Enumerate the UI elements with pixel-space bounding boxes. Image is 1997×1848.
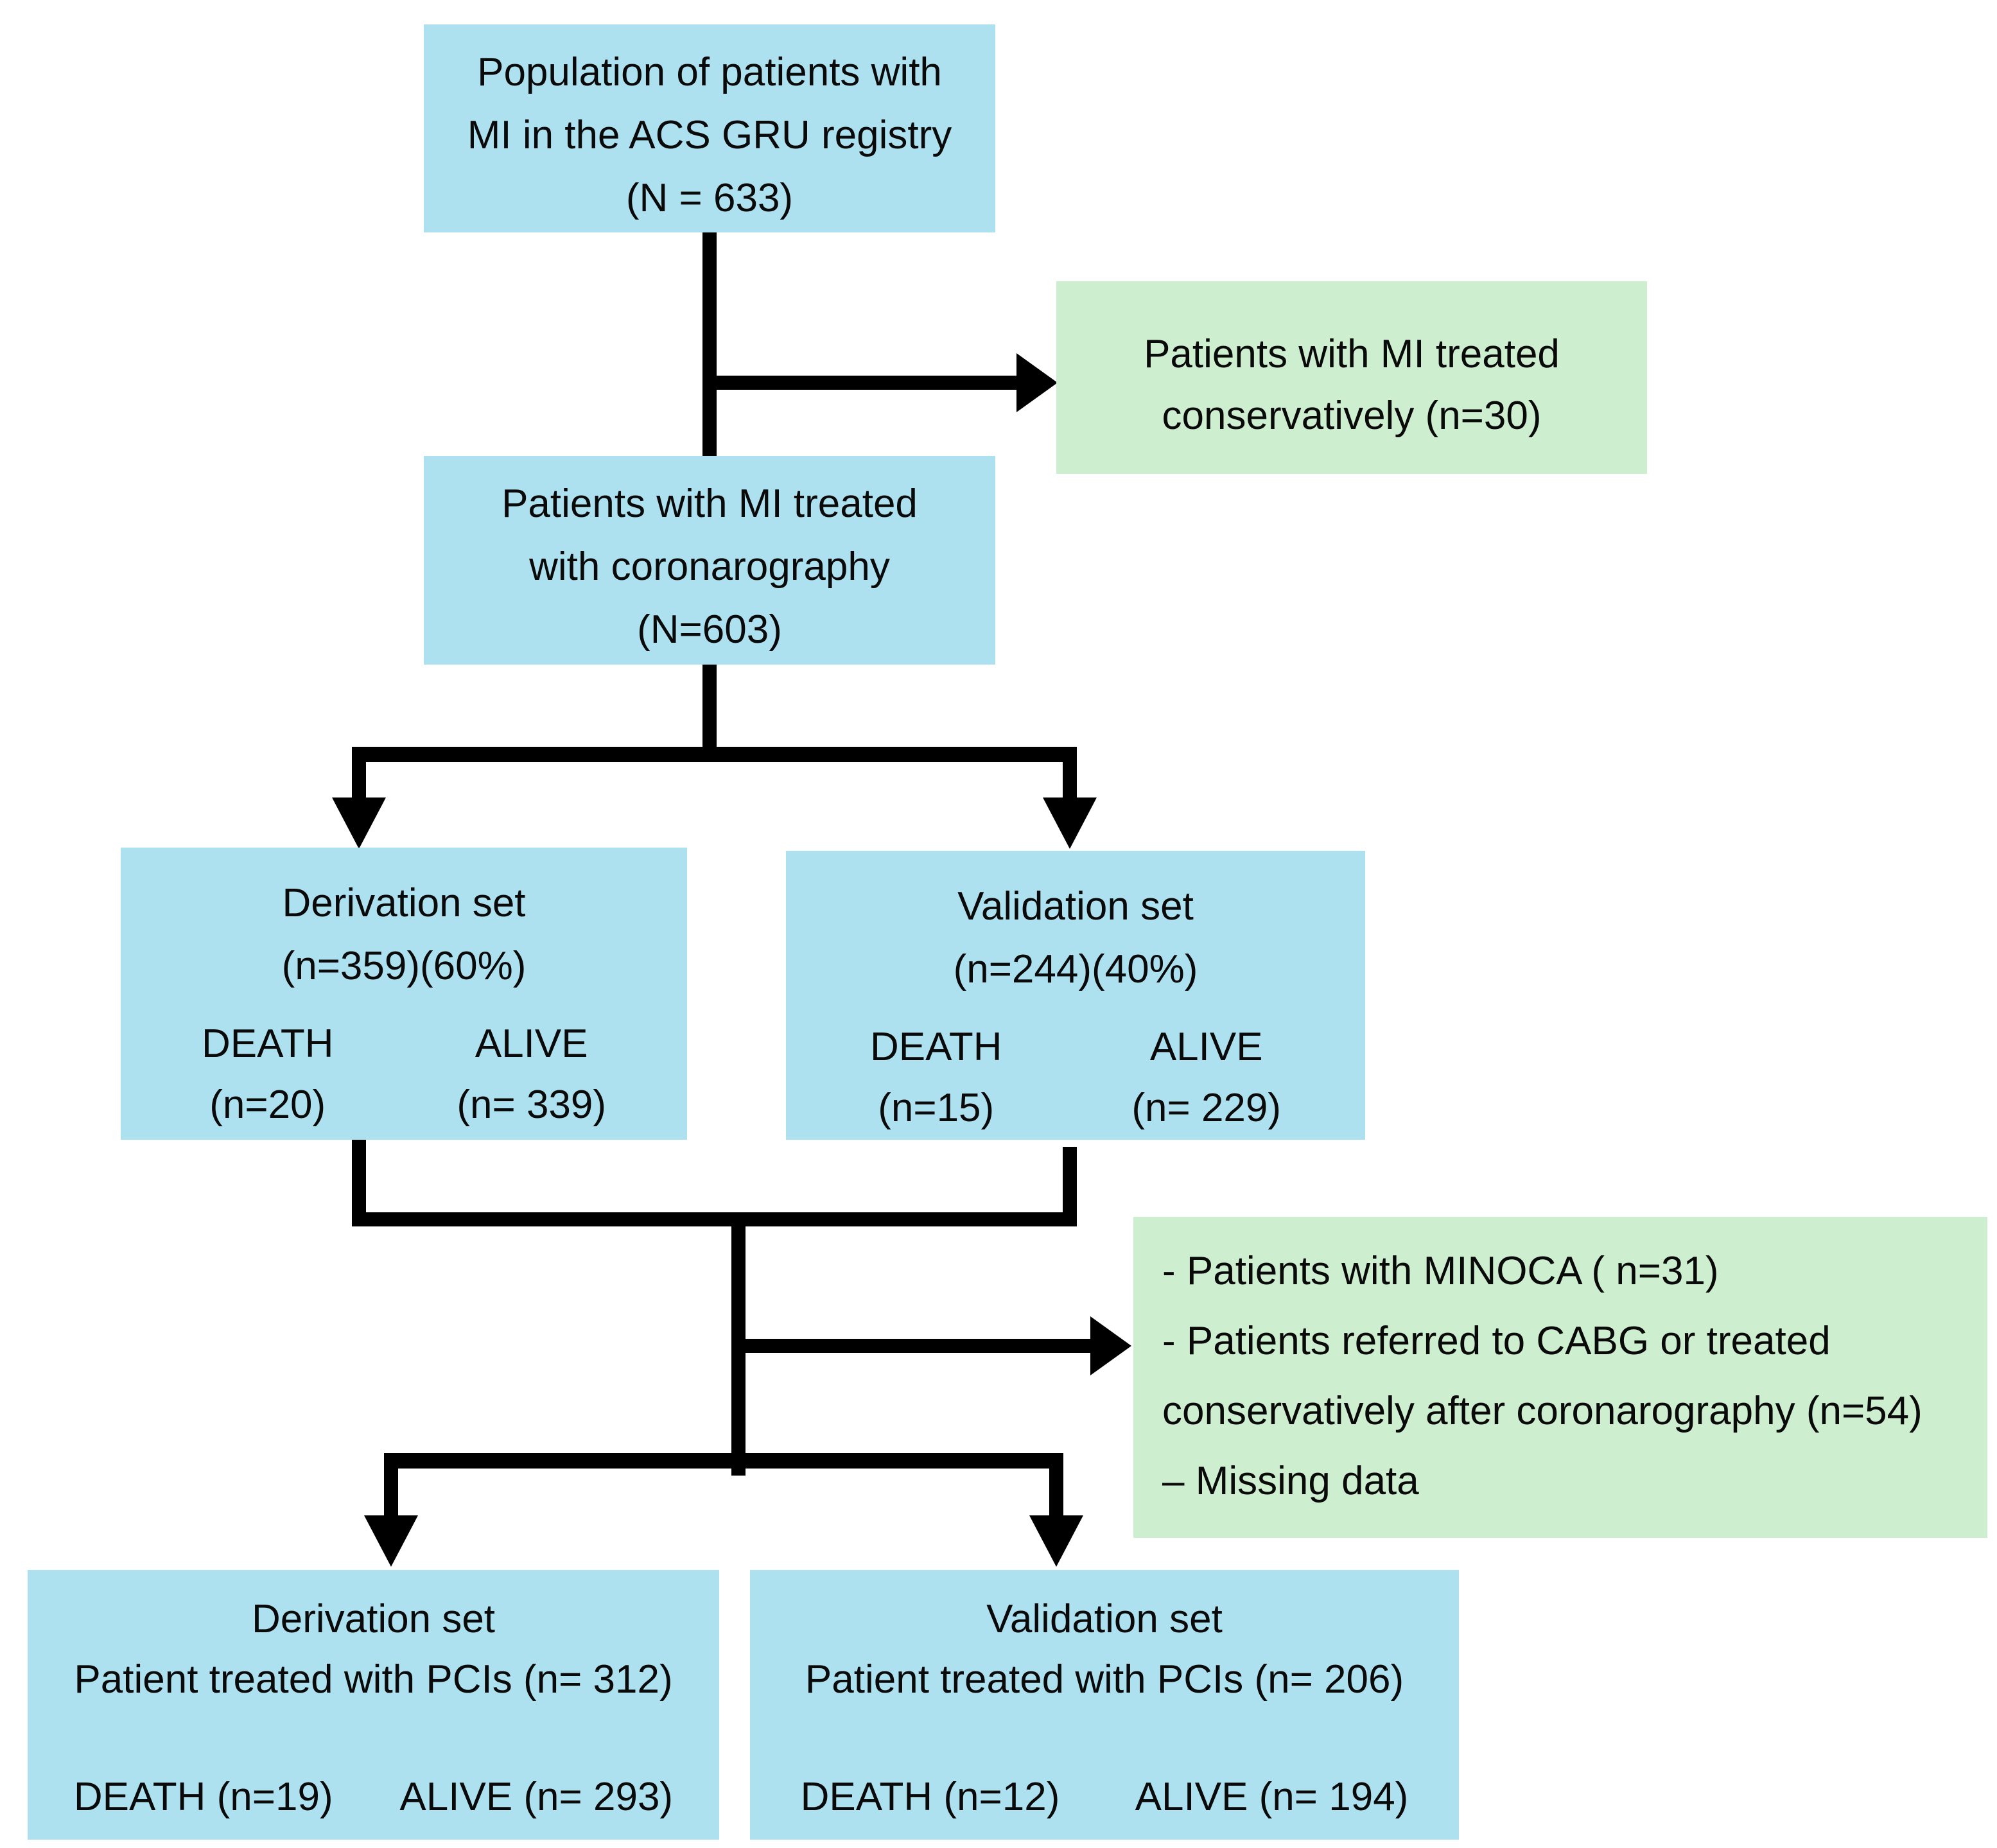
validation-alive-column: ALIVE (n= 229) (1131, 1016, 1281, 1138)
arrowhead-down-derivation-pci (364, 1515, 418, 1567)
arrowhead-down-validation-pci (1029, 1515, 1083, 1567)
derivation-death-label: DEATH (201, 1022, 334, 1066)
connector-validation-to-merge (1063, 1147, 1077, 1220)
derivation-pci-death: DEATH (n=19) (73, 1775, 333, 1819)
validation-pci-death: DEATH (n=12) (800, 1775, 1060, 1819)
derivation-set-subtitle: (n=359)(60%) (281, 944, 527, 988)
derivation-alive-column: ALIVE (n= 339) (457, 1013, 606, 1135)
arrow-excluded-after-coro-shaft (738, 1339, 1092, 1353)
arrow-excluded-conservative-shaft (710, 376, 1018, 390)
box-excluded-conservative-line-1: Patients with MI treated (1144, 332, 1560, 376)
validation-death-n: (n=15) (878, 1086, 995, 1130)
validation-death-label: DEATH (869, 1025, 1002, 1069)
box-population: Population of patients with MI in the AC… (424, 24, 995, 232)
arrowhead-right-excluded-conservative (1016, 353, 1058, 412)
connector-split-to-derivation-pci (384, 1469, 398, 1520)
connector-population-to-coronarography (702, 230, 717, 458)
box-validation-pci: Validation set Patient treated with PCIs… (750, 1570, 1459, 1840)
derivation-pci-alive: ALIVE (n= 293) (399, 1775, 674, 1819)
derivation-death-n: (n=20) (209, 1083, 326, 1127)
box-derivation-set: Derivation set (n=359)(60%) DEATH (n=20)… (121, 848, 687, 1140)
merge-bar (352, 1212, 1077, 1226)
box-coronarography: Patients with MI treated with coronarogr… (424, 456, 995, 665)
validation-pci-alive: ALIVE (n= 194) (1135, 1775, 1409, 1819)
derivation-set-title: Derivation set (282, 881, 526, 925)
connector-split-to-validation-pci (1049, 1469, 1063, 1520)
box-population-line-1: Population of patients with (477, 50, 942, 94)
arrowhead-down-validation (1043, 798, 1097, 849)
box-population-line-3: (N = 633) (625, 176, 794, 220)
box-excluded-after-coro-line-4: – Missing data (1162, 1459, 1419, 1503)
box-derivation-pci: Derivation set Patient treated with PCIs… (28, 1570, 719, 1840)
derivation-pci-subtitle: Patient treated with PCIs (n= 312) (74, 1657, 673, 1702)
arrowhead-right-excluded-after-coro (1090, 1316, 1131, 1375)
box-validation-set: Validation set (n=244)(40%) DEATH (n=15)… (786, 851, 1365, 1140)
derivation-pci-title: Derivation set (251, 1597, 496, 1641)
box-excluded-after-coro-line-1: - Patients with MINOCA ( n=31) (1162, 1249, 1719, 1293)
box-excluded-conservative-line-2: conservatively (n=30) (1162, 394, 1542, 438)
arrowhead-down-derivation (332, 798, 386, 849)
validation-set-title: Validation set (957, 884, 1194, 928)
validation-alive-n: (n= 229) (1131, 1086, 1282, 1130)
validation-death-column: DEATH (n=15) (870, 1016, 1002, 1138)
validation-alive-label: ALIVE (1149, 1025, 1263, 1069)
validation-pci-subtitle: Patient treated with PCIs (n= 206) (805, 1657, 1404, 1702)
box-coronarography-line-3: (N=603) (637, 607, 782, 652)
box-coronarography-line-1: Patients with MI treated (501, 482, 918, 526)
split-bar-top (352, 747, 1077, 762)
box-population-line-2: MI in the ACS GRU registry (467, 113, 952, 157)
box-coronarography-line-2: with coronarography (529, 545, 890, 589)
derivation-alive-n: (n= 339) (457, 1083, 607, 1127)
connector-coronarography-to-split (702, 663, 717, 749)
connector-split-to-derivation (352, 761, 366, 803)
derivation-alive-label: ALIVE (475, 1022, 588, 1066)
derivation-death-column: DEATH (n=20) (202, 1013, 334, 1135)
box-excluded-after-coro-line-2: - Patients referred to CABG or treated (1162, 1319, 1831, 1363)
box-excluded-after-coro-line-3: conservatively after coronarography (n=5… (1162, 1389, 1923, 1433)
box-excluded-conservative: Patients with MI treated conservatively … (1056, 281, 1647, 474)
box-excluded-after-coro: - Patients with MINOCA ( n=31) - Patient… (1133, 1217, 1987, 1538)
connector-derivation-to-merge (352, 1138, 366, 1220)
validation-set-subtitle: (n=244)(40%) (953, 947, 1198, 991)
connector-split-to-validation (1063, 761, 1077, 803)
split-bar-bottom (384, 1453, 1063, 1469)
validation-pci-title: Validation set (986, 1597, 1223, 1641)
